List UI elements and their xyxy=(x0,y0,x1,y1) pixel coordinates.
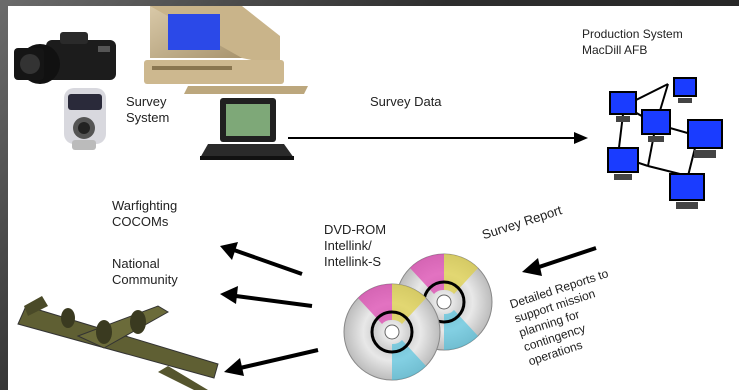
laptop-icon xyxy=(200,98,294,160)
survey-report-arrow xyxy=(522,246,597,276)
distribution-arrows xyxy=(220,242,319,376)
diagram-panel: Survey System Survey Data Production Sys… xyxy=(8,6,739,390)
survey-data-label: Survey Data xyxy=(370,94,442,109)
camera-icon xyxy=(14,32,116,84)
cd-disc-icon xyxy=(343,253,493,381)
warfighting-label: Warfighting COCOMs xyxy=(112,198,178,229)
network-monitor xyxy=(609,91,637,122)
video-camera-icon xyxy=(64,88,106,150)
desktop-computer-icon xyxy=(144,6,308,94)
diagram-graphics xyxy=(14,6,723,390)
survey-system-label: Survey System xyxy=(126,94,170,125)
survey-data-arrow xyxy=(288,132,588,144)
cargo-airplane-icon xyxy=(17,296,219,390)
dvd-rom-label: DVD-ROM Intellink/ Intellink-S xyxy=(324,222,387,269)
national-community-label: National Community xyxy=(112,256,178,287)
networked-computers-icon xyxy=(607,77,723,209)
production-system-label: Production System MacDill AFB xyxy=(582,27,683,57)
